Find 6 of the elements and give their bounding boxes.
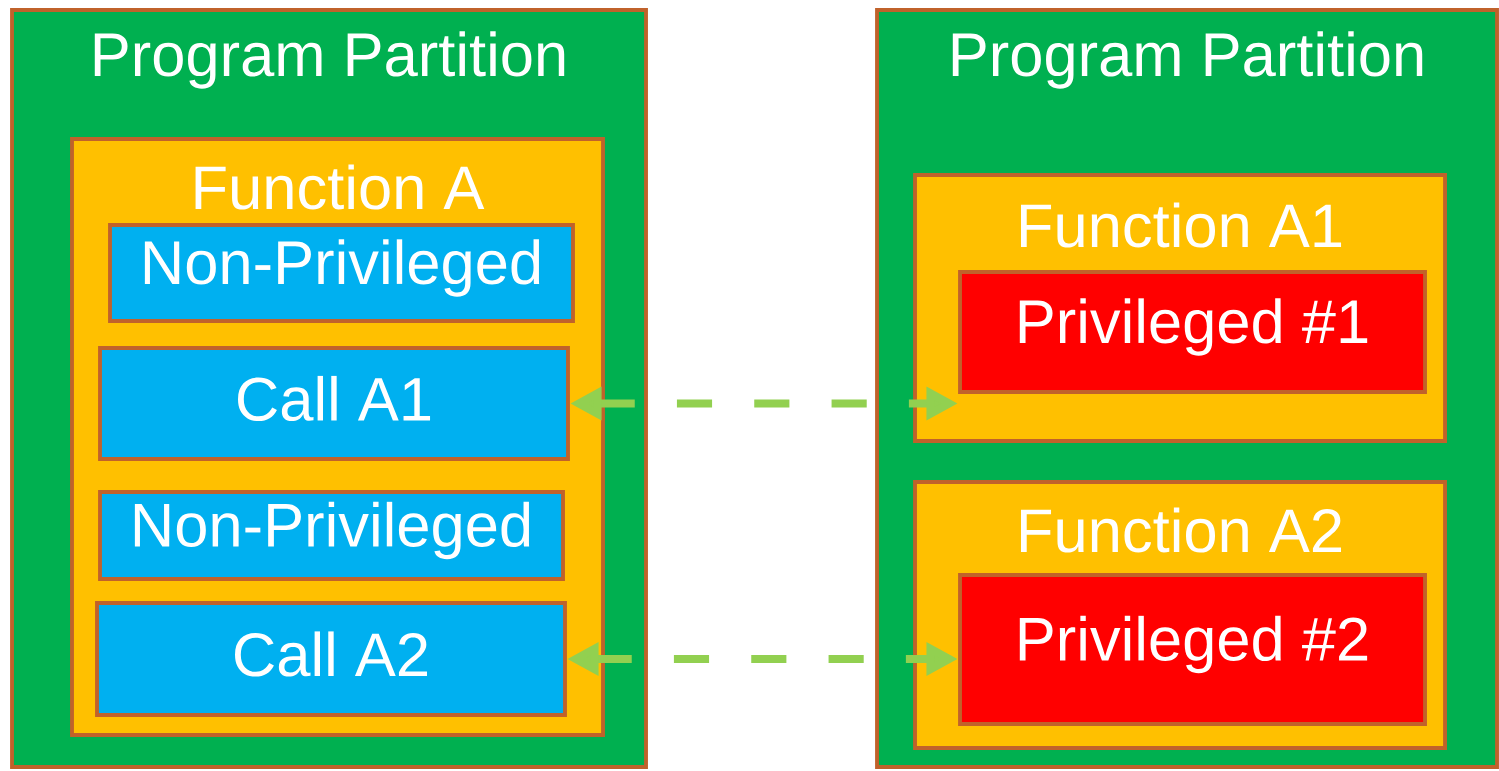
code-block: Non-Privileged: [98, 490, 565, 581]
code-block: Non-Privileged: [108, 223, 575, 323]
call-block: Call A1: [98, 346, 570, 461]
call-block: Call A2: [95, 601, 567, 717]
privileged-block: Privileged #1: [958, 270, 1427, 394]
privileged-block: Privileged #2: [958, 573, 1427, 726]
